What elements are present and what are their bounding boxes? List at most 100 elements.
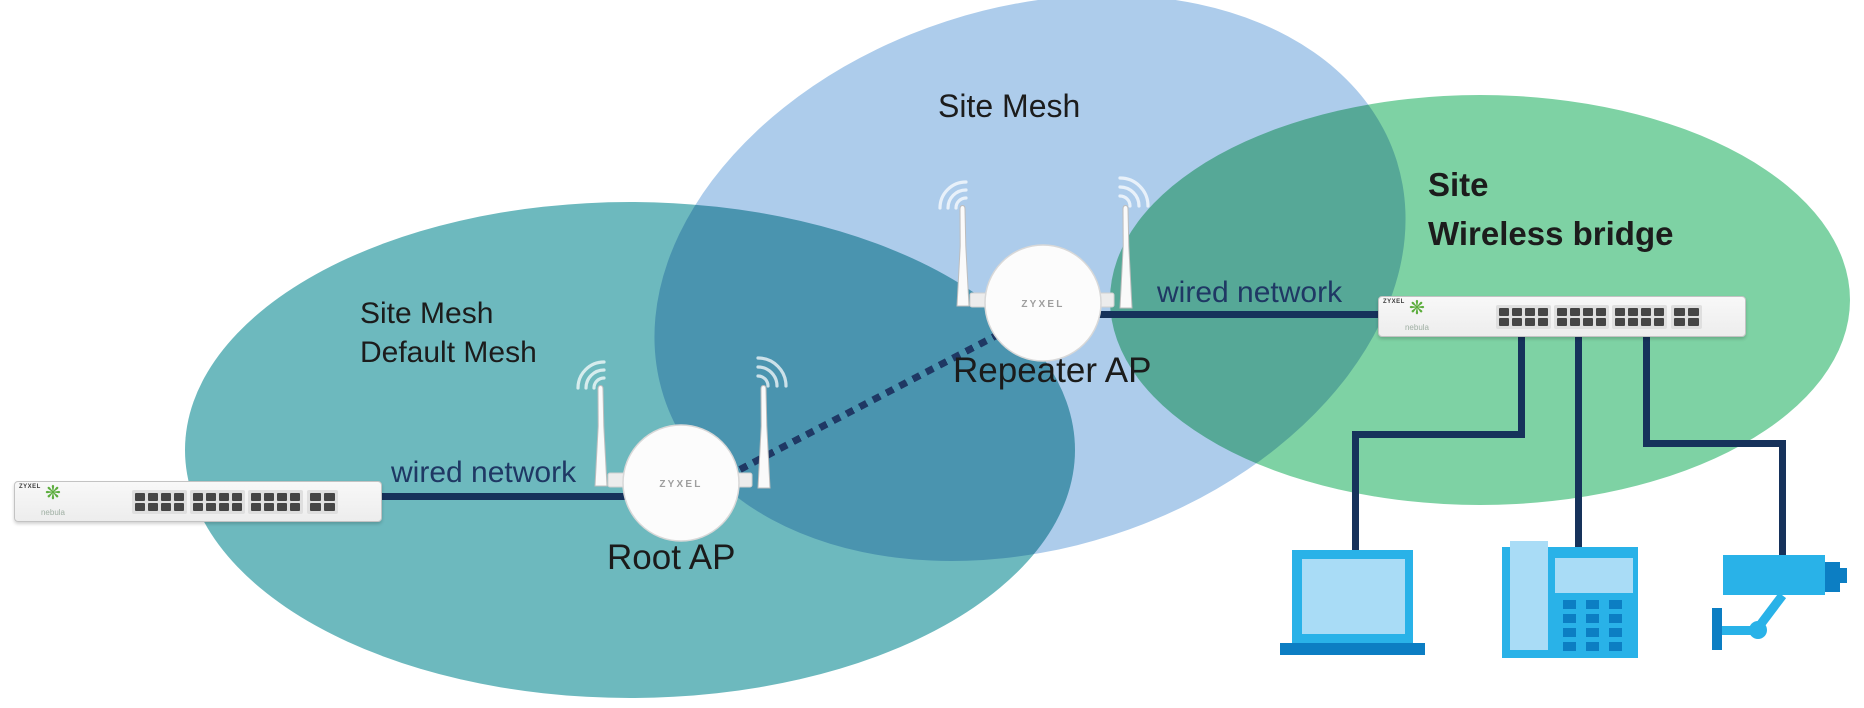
label-wired-network-right: wired network bbox=[1157, 276, 1343, 309]
switch-brand-text: ZYXEL bbox=[1383, 299, 1405, 305]
port bbox=[148, 493, 158, 501]
port bbox=[1557, 308, 1567, 316]
port bbox=[1525, 318, 1535, 326]
port bbox=[290, 493, 300, 501]
cable-laptop-tail bbox=[1352, 431, 1359, 551]
port bbox=[1570, 318, 1580, 326]
wired-link-right bbox=[1095, 311, 1378, 318]
cable-phone-drop bbox=[1575, 335, 1582, 548]
port bbox=[1499, 308, 1509, 316]
phone-screen bbox=[1555, 558, 1633, 593]
phone-key bbox=[1609, 628, 1622, 637]
port-group bbox=[1496, 305, 1551, 329]
port-group bbox=[248, 490, 303, 514]
camera-lens bbox=[1825, 562, 1840, 592]
port bbox=[1583, 318, 1593, 326]
port bbox=[1641, 318, 1651, 326]
port bbox=[174, 493, 184, 501]
laptop-icon bbox=[1292, 550, 1413, 643]
phone-keypad bbox=[1563, 600, 1622, 651]
phone-key bbox=[1563, 642, 1576, 651]
label-repeater-ap: Repeater AP bbox=[953, 351, 1152, 390]
port-group bbox=[1612, 305, 1667, 329]
port bbox=[1674, 318, 1685, 326]
port-group bbox=[190, 490, 245, 514]
nebula-logo-icon: ❋ bbox=[1409, 298, 1425, 319]
port bbox=[161, 503, 171, 511]
repeater-ap-device bbox=[922, 160, 1162, 380]
phone-key bbox=[1563, 600, 1576, 609]
port-group bbox=[307, 490, 338, 514]
left-switch-device: ZYXEL ❋ nebula bbox=[14, 481, 382, 522]
port bbox=[1525, 308, 1535, 316]
cable-camera-run bbox=[1643, 440, 1786, 447]
port bbox=[1641, 308, 1651, 316]
phone-key bbox=[1586, 600, 1599, 609]
port bbox=[277, 493, 287, 501]
cable-camera-tail bbox=[1779, 440, 1786, 556]
port bbox=[1557, 318, 1567, 326]
port bbox=[251, 503, 261, 511]
camera-mount-pole bbox=[1712, 608, 1722, 650]
phone-key bbox=[1609, 614, 1622, 623]
port-group bbox=[1671, 305, 1702, 329]
cable-camera-drop bbox=[1643, 335, 1650, 447]
root-ap-device bbox=[560, 340, 800, 560]
port bbox=[310, 493, 321, 501]
port-group bbox=[1554, 305, 1609, 329]
port bbox=[264, 503, 274, 511]
phone-key bbox=[1609, 600, 1622, 609]
port bbox=[1688, 308, 1699, 316]
port bbox=[1654, 318, 1664, 326]
right-switch-device: ZYXEL ❋ nebula bbox=[1378, 296, 1746, 337]
port bbox=[290, 503, 300, 511]
port bbox=[1654, 308, 1664, 316]
port bbox=[324, 493, 335, 501]
label-line: Site bbox=[1428, 166, 1489, 203]
port bbox=[1674, 308, 1685, 316]
port bbox=[1596, 318, 1606, 326]
camera-mount-diagonal bbox=[1752, 592, 1787, 634]
port bbox=[135, 503, 145, 511]
port bbox=[324, 503, 335, 511]
label-wired-network-left: wired network bbox=[391, 456, 577, 489]
laptop-base bbox=[1280, 643, 1425, 655]
port bbox=[232, 493, 242, 501]
phone-key bbox=[1609, 642, 1622, 651]
port bbox=[1628, 308, 1638, 316]
port bbox=[193, 503, 203, 511]
label-line: Wireless bridge bbox=[1428, 215, 1674, 252]
switch-nebula-text: nebula bbox=[1404, 323, 1430, 332]
port bbox=[1512, 318, 1522, 326]
port bbox=[206, 503, 216, 511]
port bbox=[277, 503, 287, 511]
security-camera-icon bbox=[1723, 555, 1825, 595]
port bbox=[219, 493, 229, 501]
label-site-mesh: Site Mesh bbox=[938, 88, 1081, 124]
camera-mount-arm bbox=[1722, 626, 1760, 635]
port bbox=[251, 493, 261, 501]
port bbox=[1538, 308, 1548, 316]
laptop-screen bbox=[1302, 559, 1405, 634]
label-root-ap: Root AP bbox=[607, 538, 736, 577]
port bbox=[219, 503, 229, 511]
phone-key bbox=[1586, 614, 1599, 623]
camera-lens-nub bbox=[1840, 568, 1847, 583]
port bbox=[161, 493, 171, 501]
port bbox=[1499, 318, 1509, 326]
ip-phone-icon bbox=[1502, 541, 1638, 658]
phone-key bbox=[1563, 628, 1576, 637]
switch-nebula-text: nebula bbox=[40, 508, 66, 517]
cable-laptop-drop bbox=[1518, 335, 1525, 438]
phone-key bbox=[1563, 614, 1576, 623]
port bbox=[1512, 308, 1522, 316]
port bbox=[232, 503, 242, 511]
cable-laptop-run bbox=[1352, 431, 1525, 438]
port bbox=[1596, 308, 1606, 316]
port bbox=[1538, 318, 1548, 326]
nebula-logo-icon: ❋ bbox=[45, 483, 61, 504]
port-group bbox=[132, 490, 187, 514]
